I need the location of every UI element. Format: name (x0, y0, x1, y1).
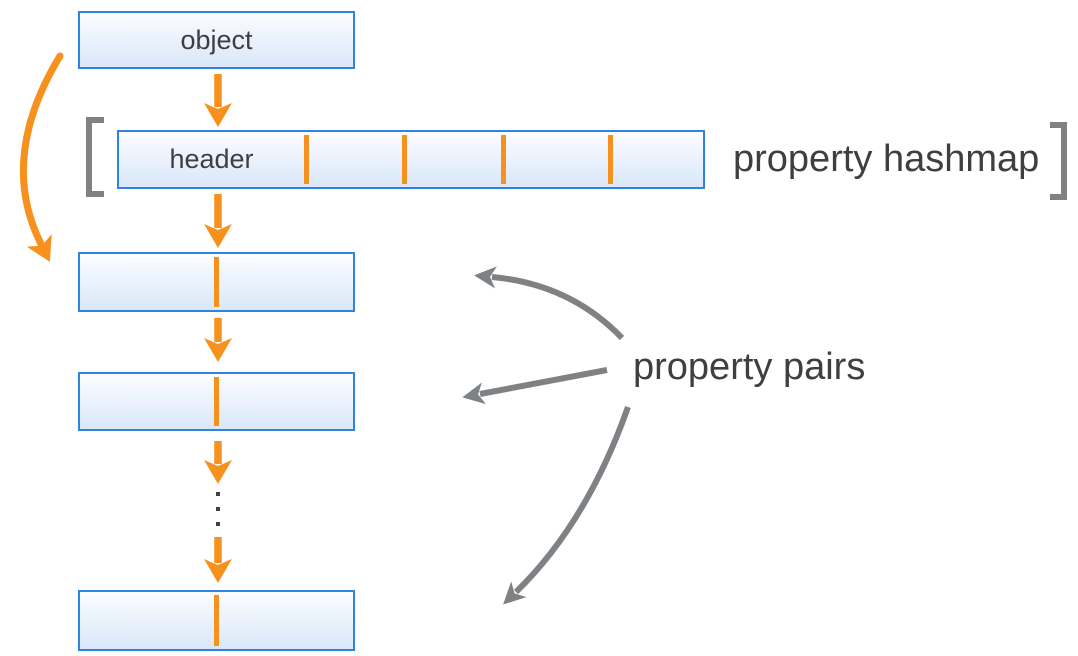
pair-divider (214, 257, 219, 307)
property-hashmap-label: property hashmap (733, 138, 1040, 180)
property-pairs-label: property pairs (633, 346, 866, 388)
pair-divider (214, 595, 219, 646)
property-pair-box (78, 252, 355, 312)
pair-divider (214, 377, 219, 426)
left-bracket-icon (86, 117, 104, 197)
hashmap-header-cell: header (169, 144, 254, 174)
ellipsis-dots (216, 492, 220, 537)
pairs-annotation-arrow-bottom-icon (503, 405, 631, 605)
object-box: object (78, 11, 355, 69)
ellipsis-dot (216, 522, 220, 526)
right-bracket-icon (1050, 122, 1067, 200)
pairs-annotation-arrow-top-icon (474, 266, 625, 341)
hashmap-cell-divider (402, 135, 407, 184)
hashmap-cell-divider (608, 135, 613, 184)
property-pair-box (78, 590, 355, 651)
pairs-annotation-arrow-middle-icon (462, 367, 608, 405)
hashmap-cell-divider (304, 135, 309, 184)
property-pair-box (78, 372, 355, 431)
ellipsis-dot (216, 507, 220, 511)
ellipsis-dot (216, 492, 220, 496)
hashmap-cell-divider (501, 135, 506, 184)
object-box-label: object (180, 24, 253, 55)
hashmap-box: header (117, 130, 705, 189)
curved-bypass-arrow-icon (19, 52, 64, 262)
